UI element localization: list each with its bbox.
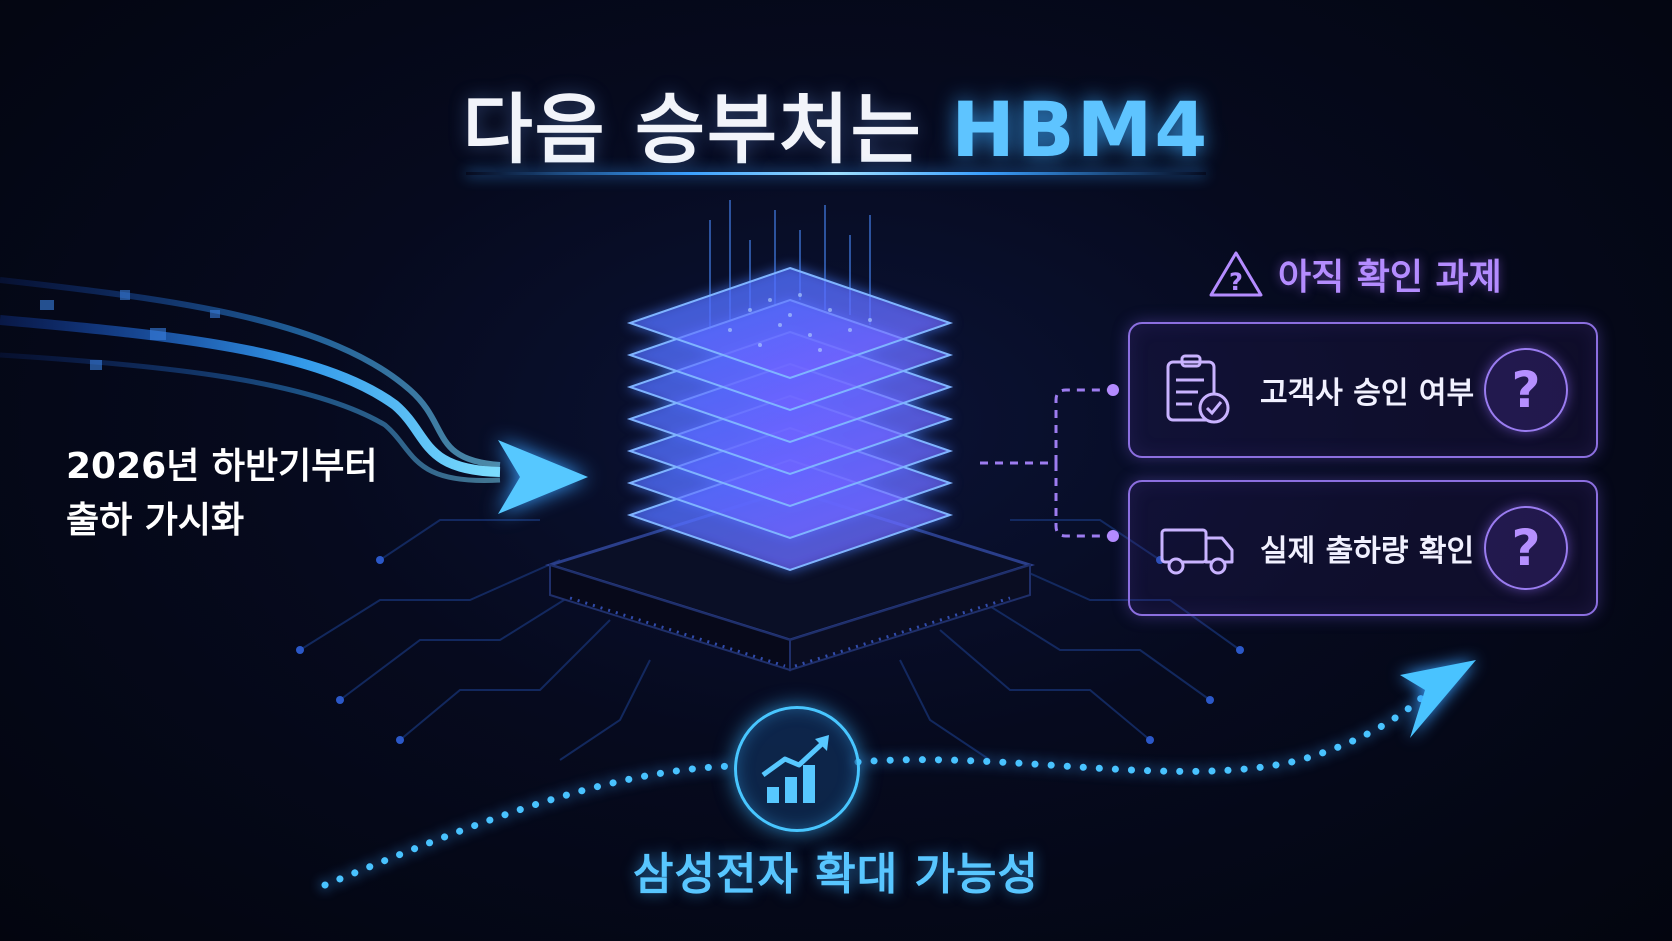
question-mark-badge: ? (1484, 506, 1568, 590)
growth-badge (734, 706, 860, 832)
connector-lines (980, 384, 1119, 542)
page-title: 다음 승부처는 HBM4 (0, 68, 1672, 178)
shipment-note: 2026년 하반기부터 출하 가시화 (66, 440, 377, 548)
shipment-note-line2: 출하 가시화 (66, 500, 245, 541)
hbm-chip-stack (544, 200, 1036, 672)
title-main: 다음 승부처는 (462, 85, 923, 174)
challenge-card-customer-approval: 고객사 승인 여부 ? (1128, 322, 1598, 458)
shipment-note-line1: 2026년 하반기부터 (66, 446, 378, 487)
question-mark-badge: ? (1484, 348, 1568, 432)
challenges-title: 아직 확인 과제 (1278, 257, 1502, 298)
challenge-card-shipment-volume: 실제 출하량 확인 ? (1128, 480, 1598, 616)
challenges-heading: ? 아직 확인 과제 (1208, 250, 1502, 298)
challenge-label-customer-approval: 고객사 승인 여부 (1260, 376, 1475, 411)
bottom-caption: 삼성전자 확대 가능성 (633, 849, 1039, 900)
title-underline (466, 172, 1206, 175)
clipboard-check-icon (1166, 354, 1230, 424)
warning-icon: ? (1209, 251, 1263, 297)
title-highlight: HBM4 (951, 85, 1210, 174)
svg-text:?: ? (1229, 268, 1243, 296)
growth-chart-icon (761, 735, 829, 803)
challenge-label-shipment-volume: 실제 출하량 확인 (1260, 534, 1475, 569)
truck-icon (1160, 528, 1234, 575)
light-stream-arrow (0, 277, 588, 514)
